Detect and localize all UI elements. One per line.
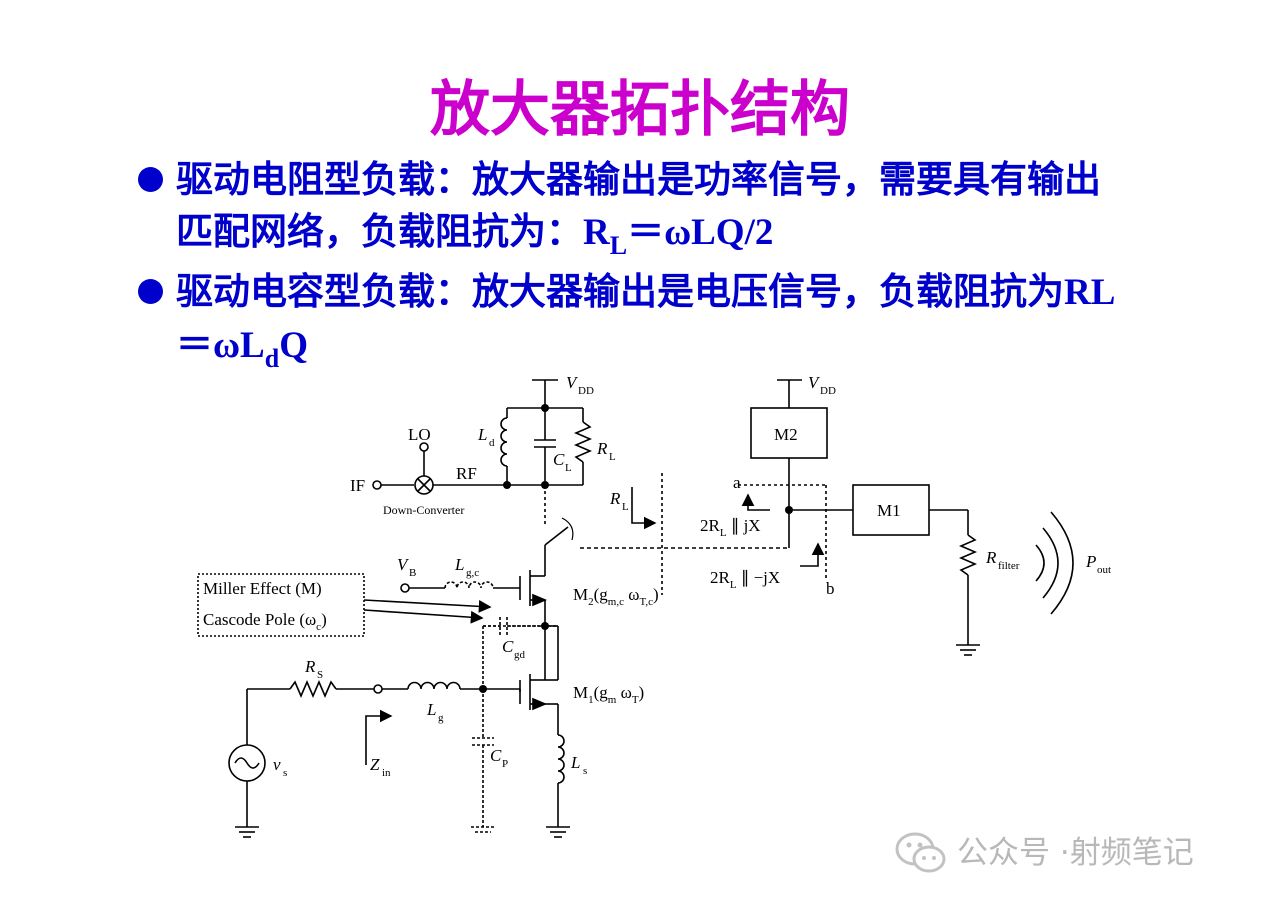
zin-label: Z	[370, 755, 380, 774]
if-label: IF	[350, 476, 365, 495]
vb-bias-and-lgc	[400, 581, 520, 593]
ls-inductor	[546, 734, 570, 838]
cascode-pole-label: Cascode Pole (ωc)	[203, 610, 327, 633]
cgd-sub: gd	[514, 649, 526, 661]
formula-rl-lead: R	[583, 212, 610, 253]
miller-callout-box	[197, 573, 365, 637]
vs-label: v	[273, 755, 281, 774]
circuit-labels: V DD V DD LO IF RF Down-Converter L d C …	[203, 373, 1111, 779]
zin-arrow	[365, 709, 393, 765]
pout-wave-icon	[1035, 511, 1074, 615]
cp-sub: P	[502, 758, 508, 770]
vdd-left-sub: DD	[578, 385, 594, 397]
cgd-label: C	[502, 637, 514, 656]
rl-resistor	[573, 408, 593, 485]
node-b-label: b	[826, 579, 835, 598]
m2-transistor-label: M2(gm,c ωT,c)	[573, 585, 659, 608]
zin-sub: in	[382, 767, 391, 779]
junction-dots	[479, 404, 793, 693]
pout-sub: out	[1097, 564, 1111, 576]
slide-title: 放大器拓扑结构	[430, 75, 850, 145]
m2-cascode-transistor	[519, 545, 548, 626]
vs-sub: s	[283, 767, 287, 779]
formula-rl-tail: ＝ωLQ/2	[627, 212, 774, 253]
rs-sub: S	[317, 669, 323, 681]
vdd-right-sub: DD	[820, 385, 836, 397]
ld-sub: d	[489, 437, 495, 449]
impedance-neg-jx-label: 2RL ∥ −jX	[710, 568, 780, 591]
ld-inductor	[500, 408, 508, 485]
cl-label: C	[553, 450, 565, 469]
rfilter-label: R	[985, 548, 997, 567]
m1-block-label: M1	[877, 501, 901, 520]
rfilter-sub: filter	[998, 560, 1020, 572]
lo-label: LO	[408, 425, 431, 444]
vdd-right-label: V	[808, 373, 821, 392]
watermark-name: 射频笔记	[1069, 835, 1194, 871]
vdd-right-rail	[777, 379, 802, 408]
wechat-icon	[895, 832, 946, 873]
rl-port-arrow	[631, 487, 657, 530]
cl-sub: L	[565, 462, 572, 474]
bullet-text: 驱动电容型负载：放大器输出是电压信号，负载阻抗为RL＝ωLdQ	[176, 266, 1128, 385]
ld-label: L	[477, 425, 487, 444]
pout-label: P	[1085, 552, 1096, 571]
watermark: 公众号 · 射频笔记	[895, 830, 1194, 876]
formula-rl-sub: d	[264, 344, 280, 373]
port-a-arrow	[741, 493, 770, 511]
rl-sub: L	[609, 451, 616, 463]
rfilter-resistor	[956, 534, 980, 656]
rl-label: R	[596, 439, 608, 458]
impedance-jx-label: 2RL ∥ jX	[700, 516, 761, 539]
ls-sub: s	[583, 765, 587, 777]
rf-label: RF	[456, 464, 477, 483]
formula-rl-lead: RL＝ωL	[176, 272, 1116, 366]
formula-rl-tail: Q	[279, 325, 308, 366]
input-network	[228, 679, 521, 838]
bullet-sentence: 驱动电容型负载：放大器输出是电压信号，负载阻抗为	[176, 270, 1064, 313]
watermark-prefix: 公众号 ·	[957, 835, 1070, 871]
bullet-capacitive-load: 驱动电容型负载：放大器输出是电压信号，负载阻抗为RL＝ωLdQ	[138, 266, 1128, 385]
m2-block-label: M2	[774, 425, 798, 444]
cp-parasitic-capacitor	[471, 689, 495, 833]
ls-label: L	[570, 753, 580, 772]
cl-capacitor	[534, 408, 556, 485]
bullet-text: 驱动电阻型负载：放大器输出是功率信号，需要具有输出匹配网络，负载阻抗为：RL＝ω…	[176, 154, 1128, 272]
lgc-sub: g,c	[466, 567, 479, 579]
cp-label: C	[490, 746, 502, 765]
m1-transistor-label: M1(gm ωT)	[573, 683, 644, 706]
port-b-arrow	[800, 542, 825, 567]
lg-sub: g	[438, 712, 444, 724]
down-converter-label: Down-Converter	[383, 503, 464, 517]
bullet-sentence: 驱动电阻型负载：放大器输出是功率信号，需要具有输出匹配网络，负载阻抗为：	[176, 158, 1101, 253]
vb-label: V	[397, 555, 410, 574]
formula-rl-sub: L	[609, 231, 628, 260]
miller-effect-label: Miller Effect (M)	[203, 579, 322, 598]
rl-port-label: R	[609, 489, 621, 508]
lg-label: L	[426, 700, 436, 719]
bullet-dot	[138, 279, 163, 304]
rl-port-sub: L	[622, 501, 629, 513]
vb-sub: B	[409, 567, 416, 579]
rs-label: R	[304, 657, 316, 676]
vdd-left-label: V	[566, 373, 579, 392]
down-converter-mixer	[372, 442, 507, 495]
bullet-dot	[138, 167, 163, 192]
vdd-left-rail	[532, 379, 558, 408]
lgc-label: L	[454, 555, 464, 574]
node-a-label: a	[733, 473, 741, 492]
bullet-resistive-load: 驱动电阻型负载：放大器输出是功率信号，需要具有输出匹配网络，负载阻抗为：RL＝ω…	[138, 154, 1128, 272]
